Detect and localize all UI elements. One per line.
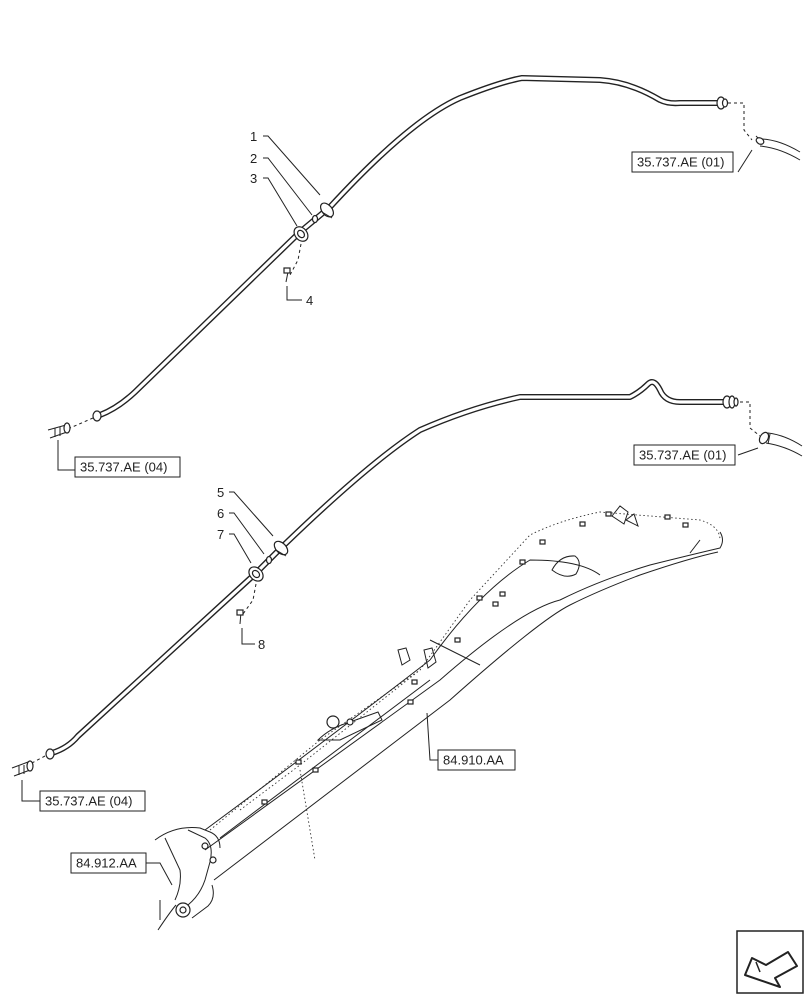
upper-left-hose-end — [47, 422, 71, 439]
item-number-1: 1 — [250, 129, 257, 144]
ref-boom[interactable]: 84.912.AA — [70, 852, 173, 886]
bolt-4 — [283, 267, 291, 283]
bolt-8 — [236, 609, 244, 625]
clamp-5 — [273, 540, 289, 557]
ref-top-left[interactable]: 35.737.AE (04) — [74, 456, 181, 478]
lower-pipe-right-fitting — [722, 395, 739, 409]
item-number-2: 2 — [250, 151, 257, 166]
ref-mid-right[interactable]: 35.737.AE (01) — [633, 444, 759, 466]
item-number-7: 7 — [217, 527, 224, 542]
clamp-7 — [248, 566, 264, 582]
ref-bottom-left[interactable]: 35.737.AE (04) — [39, 790, 146, 812]
svg-text:35.737.AE (04): 35.737.AE (04) — [45, 794, 132, 809]
svg-text:84.912.AA: 84.912.AA — [76, 856, 137, 871]
ref-top-right[interactable]: 35.737.AE (01) — [631, 149, 753, 173]
upper-right-hose — [755, 135, 801, 161]
clamp-1 — [319, 202, 335, 219]
upper-pipe-right-fitting — [716, 96, 729, 110]
spacer-2 — [311, 214, 319, 224]
item-number-6: 6 — [217, 506, 224, 521]
svg-text:35.737.AE (01): 35.737.AE (01) — [637, 155, 724, 170]
item-number-3: 3 — [250, 171, 257, 186]
item-number-4: 4 — [306, 293, 313, 308]
lower-pipe-left-fitting — [45, 748, 55, 760]
boom-end — [154, 827, 221, 931]
svg-text:84.910.AA: 84.910.AA — [443, 753, 504, 768]
arrow-icon[interactable] — [736, 930, 804, 994]
item-number-5: 5 — [217, 485, 224, 500]
upper-pipe-left-fitting — [92, 410, 102, 422]
svg-text:35.737.AE (01): 35.737.AE (01) — [639, 448, 726, 463]
lower-right-hose — [758, 431, 803, 457]
spacer-6 — [265, 555, 273, 565]
ref-arm[interactable]: 84.910.AA — [426, 712, 516, 771]
item-number-8: 8 — [258, 637, 265, 652]
lower-left-hose-end — [11, 760, 34, 777]
upper-pipe — [97, 75, 721, 418]
arm-structure — [204, 505, 723, 881]
svg-text:35.737.AE (04): 35.737.AE (04) — [80, 460, 167, 475]
clamp-3 — [293, 226, 309, 242]
lower-pipe — [49, 379, 728, 756]
